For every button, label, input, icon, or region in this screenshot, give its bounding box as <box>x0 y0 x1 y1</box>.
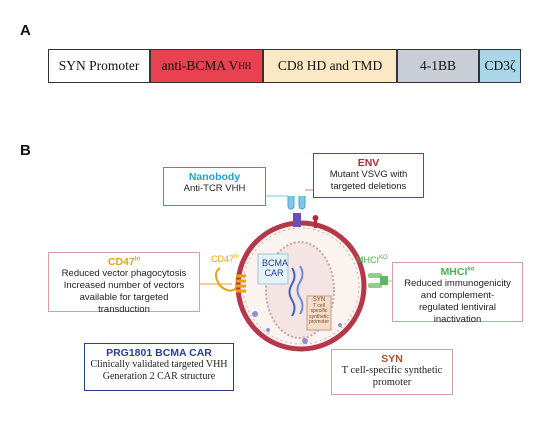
cd47-callout: CD47hi Reduced vector phagocytosis Incre… <box>48 252 200 315</box>
syn-title: SYN <box>381 353 403 365</box>
mhci-line: Reduced immunogenicity <box>404 278 511 289</box>
prg-line: Generation 2 CAR structure <box>102 371 216 382</box>
particle-dot <box>252 311 258 317</box>
prg-callout: PRG1801 BCMA CAR Clinically validated ta… <box>84 343 234 391</box>
panel-a-letter: A <box>20 22 31 39</box>
segment-cd3z-label: CD3ζ <box>484 58 516 73</box>
syn-callout: SYN T cell-specific synthetic promoter <box>331 349 453 395</box>
particle-dot <box>302 338 308 344</box>
segment-syn-promoter: SYN Promoter <box>48 49 150 83</box>
mhci-virion-label-text: MHCI <box>356 255 379 265</box>
cd47-title: CD47hi <box>53 256 195 268</box>
env-callout: ENV Mutant VSVG with targeted deletions <box>313 153 424 198</box>
syn-inner-line: SYN <box>312 297 326 303</box>
syn-inner-label: SYN T cell specific synthetic promoter <box>308 297 330 326</box>
env-body: Mutant VSVG with targeted deletions <box>329 169 408 192</box>
particle-dot <box>266 328 270 332</box>
cd47-title-text: CD47 <box>107 256 135 268</box>
syn-inner-line: specific <box>310 308 328 314</box>
segment-cd8: CD8 HD and TMD <box>263 49 397 83</box>
segment-4-1bb: 4-1BB <box>397 49 479 83</box>
nanobody-anchor-icon <box>293 213 301 227</box>
cd47-virion-label: CD47hi <box>211 254 239 264</box>
particle-dot <box>338 323 342 327</box>
bcma-car-label: BCMA CAR <box>262 258 289 278</box>
syn-line: promoter <box>372 377 412 388</box>
segment-cd8-label: CD8 HD and TMD <box>277 58 383 73</box>
segment-syn-promoter-label: SYN Promoter <box>58 58 140 73</box>
rna-strand-2 <box>296 265 304 315</box>
mhci-title-sup: ko <box>467 266 475 273</box>
mhci-line: inactivation <box>433 314 482 325</box>
nanobody-callout: Nanobody Anti-TCR VHH <box>163 167 266 206</box>
cd47-line: transduction <box>98 304 150 315</box>
prg-line: Clinically validated targeted VHH <box>90 359 228 370</box>
syn-inner-line: promoter <box>308 319 329 325</box>
env-glycoprotein-head <box>312 215 319 221</box>
syn-line: T cell-specific synthetic <box>341 365 443 376</box>
cd47-title-sup: hi <box>134 256 141 263</box>
nanobody-title: Nanobody <box>188 171 241 183</box>
cd47-protein-icon <box>215 267 246 293</box>
segment-4-1bb-label: 4-1BB <box>419 58 456 73</box>
nanobody-body: Anti-TCR VHH <box>183 183 246 194</box>
mhci-line: and complement- <box>420 290 495 301</box>
rna-strand-1 <box>288 267 296 317</box>
mhci-callout: MHCIko Reduced immunogenicity and comple… <box>392 262 523 325</box>
cd47-line: Increased number of vectors <box>63 280 185 291</box>
cd47-line: Reduced vector phagocytosis <box>61 268 187 279</box>
cd47-virion-label-sup: hi <box>234 254 239 260</box>
cd47-virion-label-text: CD47 <box>211 254 235 264</box>
env-title: ENV <box>357 157 380 169</box>
segment-anti-bcma-subscript: HH <box>238 61 252 71</box>
mhci-virion-label: MHCIKO <box>356 255 388 265</box>
prg-title: PRG1801 BCMA CAR <box>106 347 212 359</box>
syn-inner-box <box>306 295 332 331</box>
nanobody-icon <box>287 196 306 210</box>
mhci-protein-icon <box>368 273 388 288</box>
mhci-title-text: MHCI <box>440 266 468 278</box>
bcma-car-line: CAR <box>264 268 284 278</box>
mhci-line: regulated lentiviral <box>418 302 497 313</box>
bcma-car-box <box>257 253 289 285</box>
bcma-car-line: BCMA <box>262 258 289 268</box>
syn-inner-line: T cell <box>313 302 325 309</box>
mhci-virion-label-sup: KO <box>379 255 388 261</box>
syn-inner-line: synthetic <box>309 313 329 320</box>
cd47-line: available for targeted <box>79 292 169 303</box>
segment-anti-bcma-label: anti-BCMA V <box>161 58 239 73</box>
panel-b-letter: B <box>20 142 31 159</box>
segment-cd3z: CD3ζ <box>479 49 521 83</box>
env-glycoprotein-icon <box>314 218 317 228</box>
mhci-title: MHCIko <box>397 266 518 278</box>
